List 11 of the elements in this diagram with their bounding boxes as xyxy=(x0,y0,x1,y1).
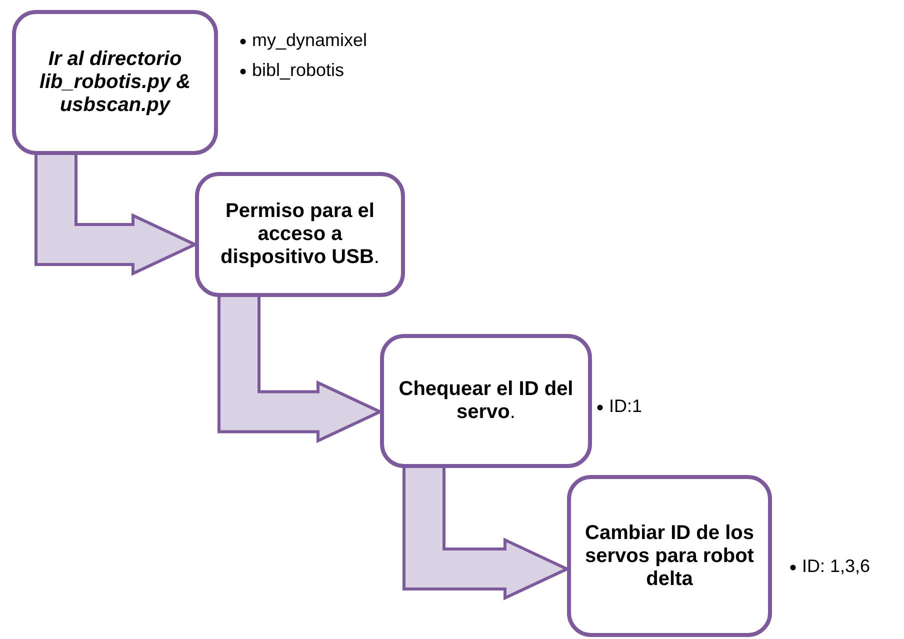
bullet-note: bibl_robotis xyxy=(240,60,344,81)
process-box xyxy=(195,172,405,297)
step-text: Cambiar ID de los servos para robot delta xyxy=(585,522,754,590)
process-box xyxy=(567,475,772,637)
step-text: Permiso para el acceso a dispositivo USB. xyxy=(220,200,380,269)
bullet-note: ID: 1,3,6 xyxy=(790,556,870,577)
process-box xyxy=(12,10,218,155)
bullet-note: my_dynamixel xyxy=(240,30,368,51)
process-box xyxy=(380,334,592,468)
step-text: Ir al directorio lib_robotis.py & usbscan.py xyxy=(38,48,192,117)
step-text: Chequear el ID del servo. xyxy=(398,378,574,424)
